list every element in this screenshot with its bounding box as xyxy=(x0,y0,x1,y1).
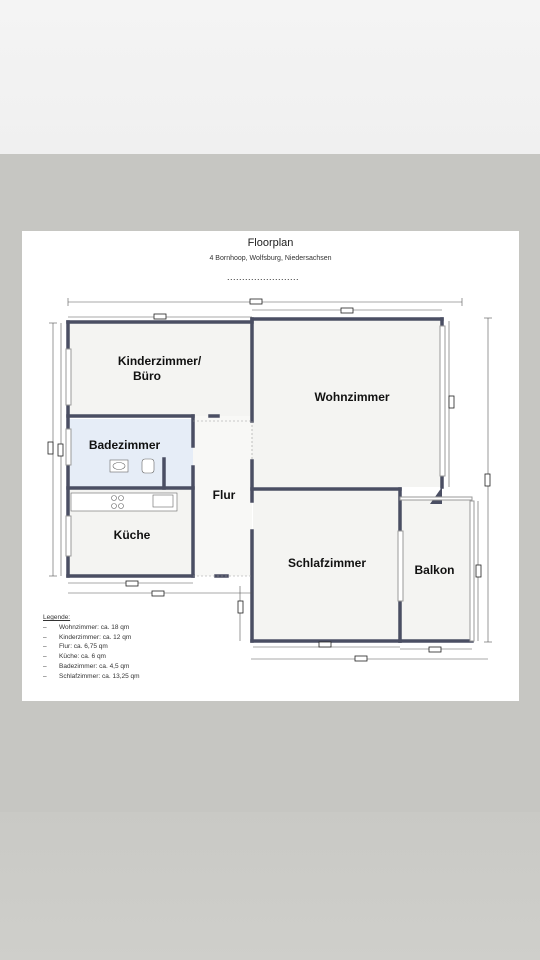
wohnzimmer-area xyxy=(252,319,442,487)
kitchen-counter xyxy=(70,492,178,512)
legend: Legende: Wohnzimmer: ca. 18 qm Kinderzim… xyxy=(43,613,140,682)
title-separator: ........................ xyxy=(227,272,300,282)
legend-item: Flur: ca. 6,75 qm xyxy=(43,642,140,652)
floorplan-address: 4 Bornhoop, Wolfsburg, Niedersachsen xyxy=(209,255,332,262)
dimension-markers xyxy=(47,298,491,662)
room-label-kueche: Küche xyxy=(113,528,151,542)
bottom-background xyxy=(0,812,540,960)
legend-item: Küche: ca. 6 qm xyxy=(43,652,140,662)
floorplan-drawing xyxy=(47,298,492,662)
bath-fixtures xyxy=(109,458,155,474)
doors xyxy=(193,420,253,577)
windows xyxy=(65,325,475,642)
kinderzimmer-label-line2: Büro xyxy=(133,369,161,383)
room-label-flur: Flur xyxy=(212,488,236,502)
room-label-wohnzimmer: Wohnzimmer xyxy=(314,390,390,404)
legend-heading: Legende: xyxy=(43,614,71,621)
legend-item: Badezimmer: ca. 4,5 qm xyxy=(43,662,140,672)
schlafzimmer-area xyxy=(253,489,400,639)
legend-item: Kinderzimmer: ca. 12 qm xyxy=(43,633,140,643)
kinderzimmer-label-line1: Kinderzimmer/ xyxy=(117,354,202,368)
balkon-area xyxy=(400,499,472,640)
legend-item: Schlafzimmer: ca. 13,25 qm xyxy=(43,672,140,682)
kinderzimmer-area xyxy=(69,323,252,416)
room-label-badezimmer: Badezimmer xyxy=(88,438,161,452)
room-label-kinderzimmer: Kinderzimmer/ Büro xyxy=(102,354,217,384)
badezimmer-area xyxy=(69,419,193,487)
floorplan-sheet: Floorplan 4 Bornhoop, Wolfsburg, Nieders… xyxy=(22,231,519,701)
room-label-schlafzimmer: Schlafzimmer xyxy=(287,556,367,570)
floorplan-title: Floorplan xyxy=(247,237,294,249)
flur-area xyxy=(193,416,252,576)
top-background xyxy=(0,0,540,154)
legend-item: Wohnzimmer: ca. 18 qm xyxy=(43,623,140,633)
room-label-balkon: Balkon xyxy=(414,563,455,577)
